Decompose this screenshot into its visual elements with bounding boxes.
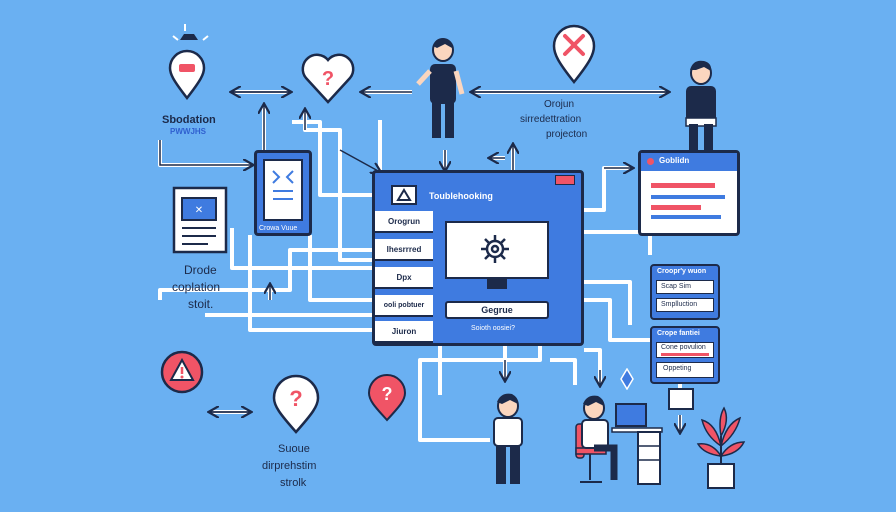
person-looking-icon: [482, 392, 532, 493]
bell-icon: [170, 22, 214, 49]
question-pin-icon: ?: [270, 374, 322, 439]
diamond-icon: [620, 368, 634, 395]
right-panel-header: Goblidn: [641, 153, 737, 171]
right-panel: Goblidn: [638, 150, 740, 236]
svg-text:?: ?: [289, 386, 302, 411]
sidebar-item-1[interactable]: Orogrun: [375, 211, 433, 233]
warning-icon: [156, 350, 210, 399]
sidebar-item-4[interactable]: ooli pobtuer: [375, 295, 433, 317]
gear-icon: [447, 223, 547, 277]
main-window-titlebar: Toublehooking: [375, 173, 581, 209]
label-top-left-line1: Sbodation: [162, 114, 216, 126]
label-bottom-line2: dirprehstim: [262, 460, 316, 472]
label-bottom-line1: Suoue: [278, 443, 310, 455]
label-mid-left-line1: Drode: [184, 263, 217, 277]
right-panel-bar-2: [651, 195, 725, 199]
sidebar-item-2[interactable]: Ihesrrred: [375, 239, 433, 261]
label-top-right-line2: sirredettration: [520, 114, 581, 125]
card-a-item1-label: Scap Sim: [661, 283, 691, 290]
card-b-item1-label: Cone povulion: [661, 344, 706, 351]
red-location-pin-icon: [167, 48, 207, 105]
triangle-icon: [391, 185, 417, 205]
card-b-item2-label: Oppeting: [663, 365, 691, 372]
right-panel-bar-1: [651, 183, 715, 188]
card-a[interactable]: Croopr'y wuon Scap Sim Smplluction: [650, 264, 720, 320]
label-top-left-line2: PWWJHS: [170, 127, 206, 136]
svg-text:?: ?: [322, 68, 334, 90]
label-mid-left-line3: stoit.: [188, 297, 213, 311]
right-panel-dot: [647, 158, 654, 165]
label-bottom-line3: strolk: [280, 477, 306, 489]
person-at-desk-icon: [572, 394, 664, 495]
small-card-screen: [263, 159, 303, 221]
window-close-button[interactable]: [555, 175, 575, 185]
svg-text:?: ?: [382, 384, 393, 404]
small-card[interactable]: Crowa Vuue: [254, 150, 312, 236]
x-pin-icon: [550, 24, 598, 89]
monitor-screen: [445, 221, 549, 279]
small-card-caption: Crowa Vuue: [259, 225, 297, 232]
card-b[interactable]: Crope fantiei Cone povulion Oppeting: [650, 326, 720, 384]
right-panel-bar-3: [651, 205, 701, 210]
card-a-item2: Smplluction: [656, 298, 714, 312]
heart-question-icon: ?: [300, 48, 356, 109]
person-standing-right-icon: [676, 58, 726, 158]
monitor-stand: [487, 279, 507, 289]
window-title: Toublehooking: [429, 191, 493, 201]
card-a-item2-label: Smplluction: [661, 301, 697, 308]
red-question-pin-icon: ?: [366, 374, 408, 427]
plant-icon: [696, 406, 746, 495]
right-panel-bar-4: [651, 215, 721, 219]
right-panel-title: Goblidn: [659, 156, 689, 165]
label-top-right-line1: Orojun: [544, 99, 574, 110]
card-b-title: Crope fantiei: [657, 330, 700, 337]
sidebar-item-5[interactable]: Jiuron: [375, 321, 433, 343]
label-mid-left-line2: coplation: [172, 280, 220, 294]
label-top-right-line3: projecton: [546, 129, 587, 140]
action-button[interactable]: Gegrue: [445, 301, 549, 319]
document-icon: ✕: [172, 186, 228, 254]
card-b-item1-bar: [661, 353, 709, 356]
card-b-item2: Oppeting: [656, 362, 714, 378]
card-a-title: Croopr'y wuon: [657, 268, 706, 275]
person-standing-icon: [412, 36, 472, 149]
footer-text: Soioth oosiei?: [471, 325, 515, 332]
main-window-sidebar: Orogrun Ihesrrred Dpx ooli pobtuer Jiuro…: [375, 211, 433, 343]
note-icon: [668, 388, 694, 410]
card-b-item1: Cone povulion: [656, 342, 714, 358]
main-window: Toublehooking Orogrun Ihesrrred Dpx ooli…: [372, 170, 584, 346]
sidebar-item-3[interactable]: Dpx: [375, 267, 433, 289]
card-a-item1: Scap Sim: [656, 280, 714, 294]
svg-text:✕: ✕: [195, 205, 203, 216]
